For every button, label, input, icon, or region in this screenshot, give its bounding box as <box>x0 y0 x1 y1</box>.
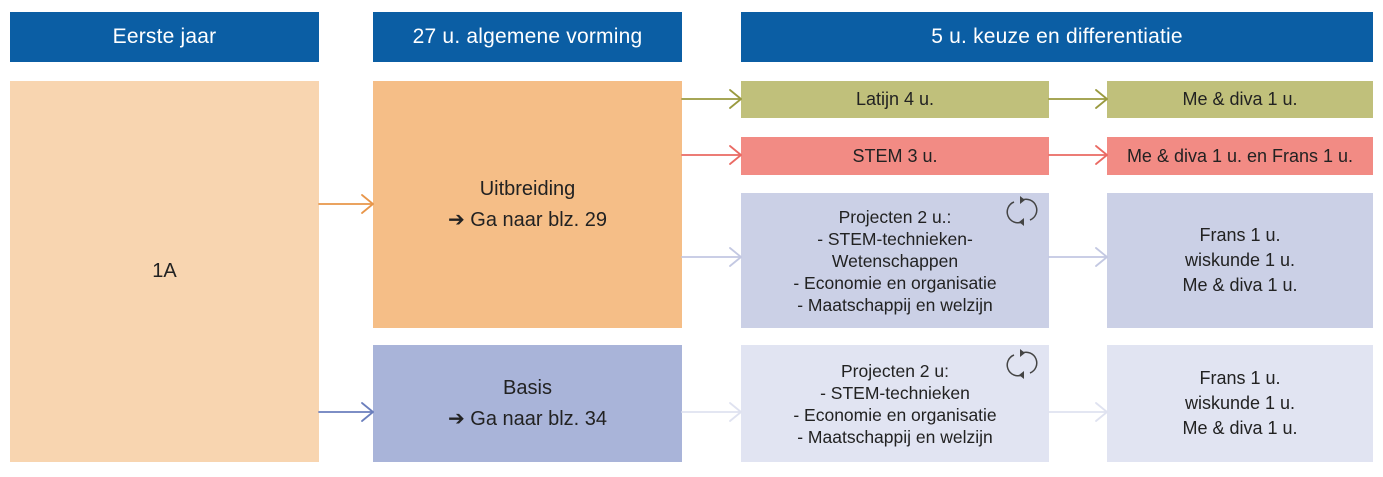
uitbreiding-page-link: ➔ Ga naar blz. 29 <box>447 208 608 231</box>
stem-box: STEM 3 u. <box>741 137 1049 175</box>
header-choice-differentiation: 5 u. keuze en differentiatie <box>741 12 1373 62</box>
stem-next-box: Me & diva 1 u. en Frans 1 u. <box>1107 137 1373 175</box>
latijn-next-box: Me & diva 1 u. <box>1107 81 1373 118</box>
uitbreiding-box: Uitbreiding ➔ Ga naar blz. 29 <box>373 81 682 328</box>
cycle-arrows-icon <box>1006 349 1038 379</box>
cycle-arrows-icon <box>1006 196 1038 226</box>
first-year-box: 1A <box>10 81 319 462</box>
arrow-to-latijn <box>681 89 742 109</box>
arrow-to-projecten-uitbreiding <box>681 247 742 267</box>
projecten-uitbreiding-next-box: Frans 1 u. wiskunde 1 u. Me & diva 1 u. <box>1107 193 1373 328</box>
projecten-basis-line: - Economie en organisatie <box>793 404 997 425</box>
arrow-to-stem-next <box>1048 145 1108 165</box>
first-year-label: 1A <box>152 260 177 282</box>
header-first-year: Eerste jaar <box>10 12 319 62</box>
latijn-box: Latijn 4 u. <box>741 81 1049 118</box>
basis-box: Basis ➔ Ga naar blz. 34 <box>373 345 682 462</box>
arrow-to-basis <box>318 402 374 422</box>
projecten-basis-box: Projecten 2 u: - STEM-technieken - Econo… <box>741 345 1049 462</box>
projecten-basis-next-line: wiskunde 1 u. <box>1184 393 1296 413</box>
latijn-next-label: Me & diva 1 u. <box>1182 89 1298 109</box>
header-general-education-label: 27 u. algemene vorming <box>412 25 643 48</box>
latijn-label: Latijn 4 u. <box>855 89 935 109</box>
arrow-to-latijn-next <box>1048 89 1108 109</box>
projecten-basis-line: - STEM-technieken <box>820 382 970 403</box>
stem-next-label: Me & diva 1 u. en Frans 1 u. <box>1126 145 1354 166</box>
projecten-basis-line: Projecten 2 u: <box>841 360 949 381</box>
projecten-basis-next-box: Frans 1 u. wiskunde 1 u. Me & diva 1 u. <box>1107 345 1373 462</box>
projecten-basis-line: - Maatschappij en welzijn <box>797 426 993 447</box>
projecten-uitbreiding-line: - Economie en organisatie <box>793 272 997 293</box>
projecten-uitbreiding-line: Projecten 2 u.: <box>838 206 952 227</box>
header-first-year-label: Eerste jaar <box>112 25 217 48</box>
projecten-uitbreiding-line: - STEM-technieken- <box>817 228 973 249</box>
arrow-to-uitbreiding <box>318 194 374 214</box>
projecten-uitbreiding-next-line: Frans 1 u. <box>1199 225 1281 245</box>
projecten-uitbreiding-box: Projecten 2 u.: - STEM-technieken- Weten… <box>741 193 1049 328</box>
arrow-to-projecten-uitbreiding-next <box>1048 247 1108 267</box>
basis-title: Basis <box>503 376 552 399</box>
stem-label: STEM 3 u. <box>852 145 938 166</box>
projecten-uitbreiding-next-line: wiskunde 1 u. <box>1184 250 1296 270</box>
projecten-uitbreiding-next-line: Me & diva 1 u. <box>1182 275 1298 295</box>
arrow-to-projecten-basis-next <box>1048 402 1108 422</box>
projecten-basis-next-line: Me & diva 1 u. <box>1182 418 1298 438</box>
uitbreiding-title: Uitbreiding <box>479 177 576 200</box>
basis-page-link: ➔ Ga naar blz. 34 <box>447 407 608 430</box>
arrow-to-projecten-basis <box>681 402 742 422</box>
header-choice-differentiation-label: 5 u. keuze en differentiatie <box>931 25 1183 48</box>
projecten-basis-next-line: Frans 1 u. <box>1199 368 1281 388</box>
header-general-education: 27 u. algemene vorming <box>373 12 682 62</box>
arrow-to-stem <box>681 145 742 165</box>
projecten-uitbreiding-line: - Maatschappij en welzijn <box>797 294 993 315</box>
projecten-uitbreiding-line: Wetenschappen <box>831 250 959 271</box>
